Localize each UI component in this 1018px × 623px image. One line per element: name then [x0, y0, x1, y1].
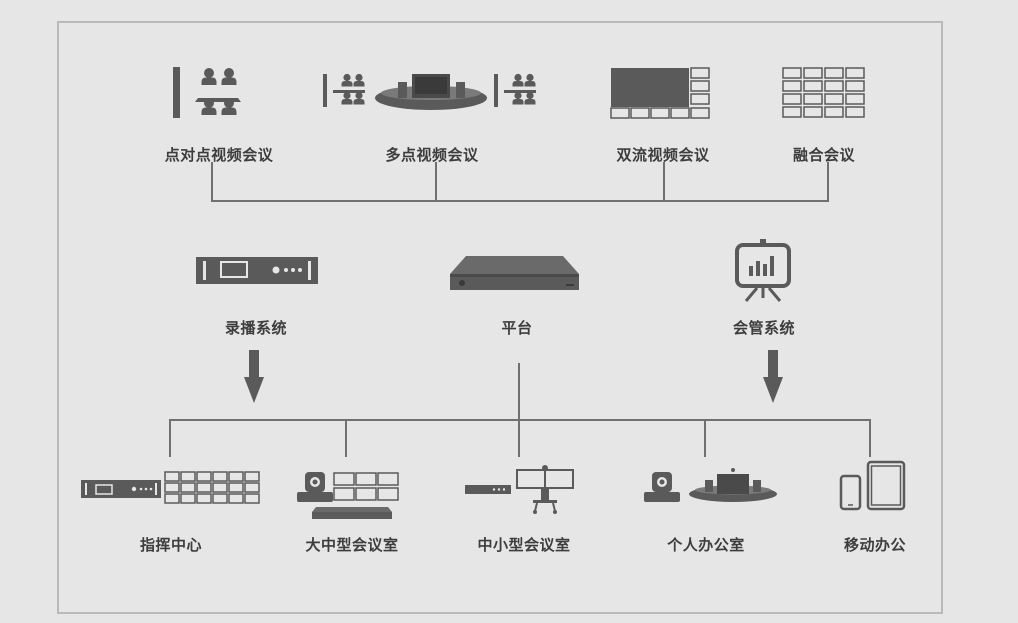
fusion-conference-label: 融合会议 — [792, 146, 856, 164]
multipoint-conference-icon — [323, 73, 536, 110]
p2p-video-conference-label: 点对点视频会议 — [164, 146, 274, 164]
small-meeting-room-icon — [465, 465, 574, 514]
p2p-conference-icon — [173, 67, 241, 118]
management-system-icon — [735, 239, 791, 302]
down-arrow-left-icon — [244, 350, 264, 403]
personal-office-label: 个人办公室 — [667, 536, 745, 554]
multipoint-video-conference-label: 多点视频会议 — [385, 146, 479, 164]
platform-server-icon — [450, 256, 579, 290]
management-system-label: 会管系统 — [732, 319, 796, 337]
dual-stream-video-conference-label: 双流视频会议 — [616, 146, 710, 164]
platform-label: 平台 — [501, 319, 533, 337]
personal-office-icon — [644, 468, 777, 502]
command-center-label: 指挥中心 — [139, 536, 203, 554]
small-meeting-room-label: 中小型会议室 — [477, 536, 571, 554]
command-center-icon — [81, 471, 260, 504]
fusion-conference-icon — [782, 67, 865, 118]
recording-system-label: 录播系统 — [224, 319, 288, 337]
dual-stream-conference-icon — [610, 67, 710, 119]
large-meeting-room-label: 大中型会议室 — [305, 536, 399, 554]
diagram-frame — [57, 21, 943, 614]
mobile-office-label: 移动办公 — [843, 536, 907, 554]
down-arrow-right-icon — [763, 350, 783, 403]
large-meeting-room-icon — [297, 472, 399, 519]
recording-system-icon — [196, 257, 318, 284]
connector-lines — [169, 162, 871, 457]
mobile-office-icon — [839, 460, 906, 511]
